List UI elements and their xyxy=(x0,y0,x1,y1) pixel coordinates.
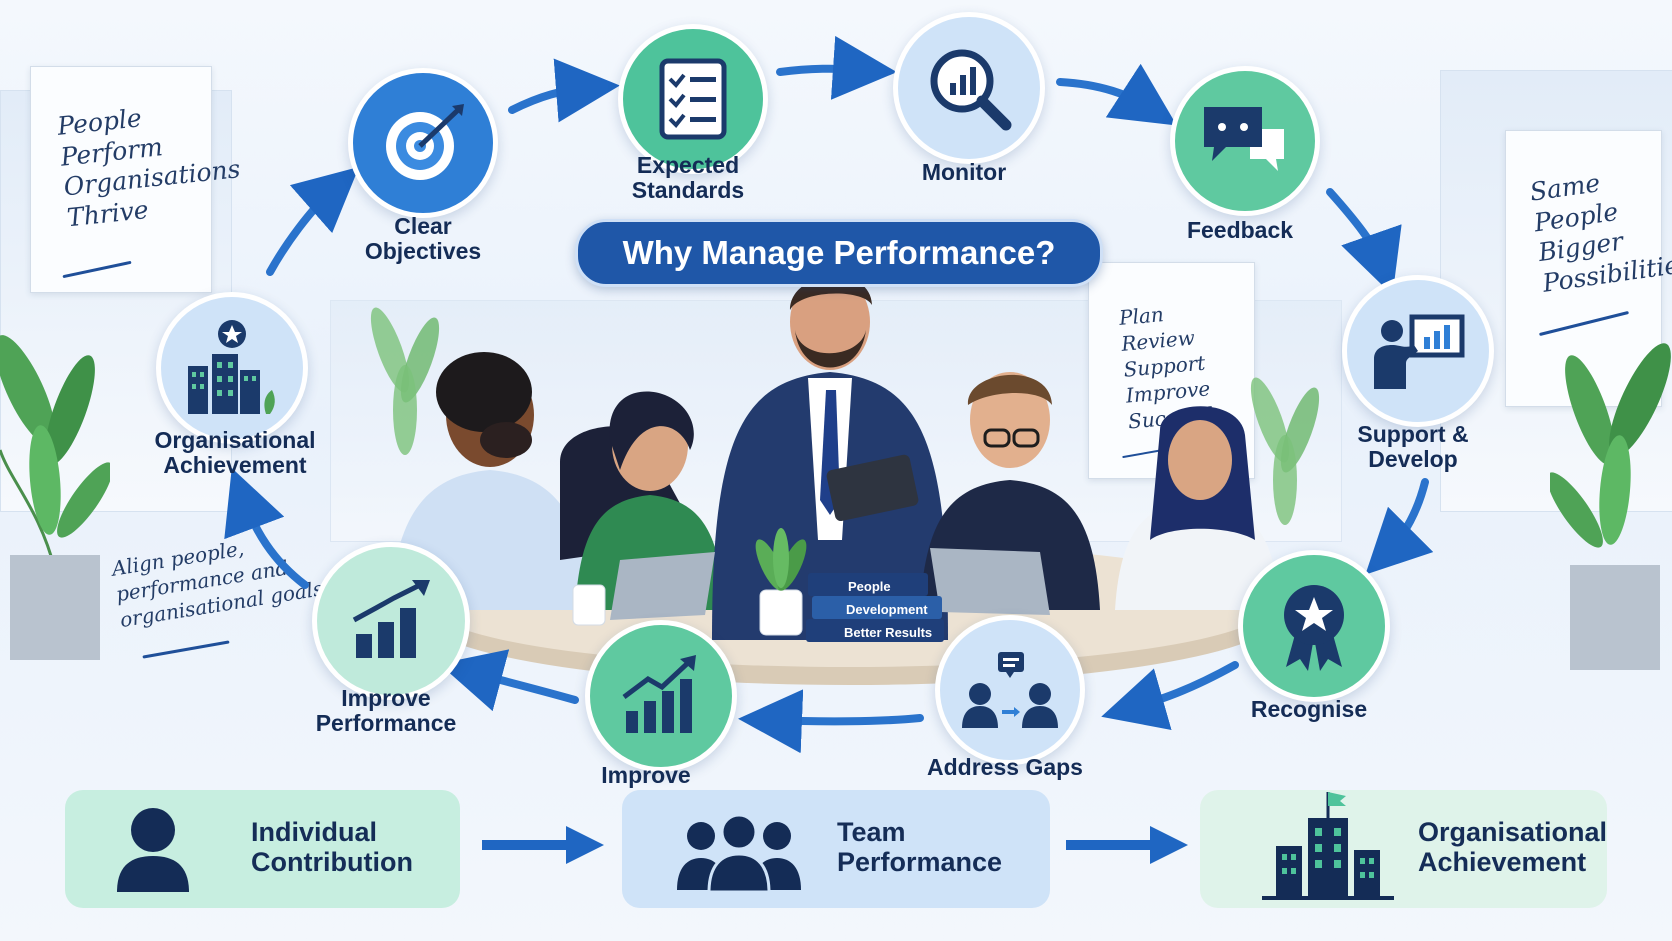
person-icon xyxy=(117,808,189,892)
node-recognise[interactable] xyxy=(1238,550,1390,702)
growth-chart-icon xyxy=(622,655,696,733)
label-clear-objectives: Clear Objectives xyxy=(364,213,482,264)
book-label-1: People xyxy=(848,579,891,594)
node-improve-performance[interactable] xyxy=(312,542,470,700)
node-clear-objectives[interactable] xyxy=(348,68,498,218)
note-board-right xyxy=(1505,130,1662,407)
label-monitor: Monitor xyxy=(921,159,1007,185)
building-flag-icon xyxy=(1262,792,1394,900)
box-team-performance[interactable]: Team Performance xyxy=(622,790,1050,908)
individual-contribution-text: Individual Contribution xyxy=(251,817,413,877)
note-board-left xyxy=(30,66,212,293)
node-support-develop[interactable] xyxy=(1342,275,1494,427)
chat-icon xyxy=(1204,107,1284,171)
plant-right xyxy=(1550,343,1671,670)
node-improve[interactable] xyxy=(585,620,737,772)
align-note-underline xyxy=(142,640,230,659)
align-note: Align people, performance and organisati… xyxy=(110,536,325,633)
box-individual-contribution[interactable]: Individual Contribution xyxy=(65,790,460,908)
label-address-gaps: Address Gaps xyxy=(927,754,1083,780)
plant-center-left xyxy=(370,307,440,455)
node-monitor[interactable] xyxy=(893,12,1045,164)
bar-growth-icon xyxy=(352,580,430,658)
plant-center-right xyxy=(1250,377,1320,525)
note-left-text: People Perform Organisations Thrive xyxy=(56,103,242,232)
label-expected-standards: Expected Standards xyxy=(631,152,745,203)
presenter-icon xyxy=(1374,314,1465,389)
team-performance-text: Team Performance xyxy=(837,817,1003,877)
ribbon-star-icon xyxy=(1284,585,1344,671)
label-improve-performance: Improve Performance xyxy=(315,685,457,736)
node-address-gaps[interactable] xyxy=(935,615,1085,765)
magnifier-chart-icon xyxy=(930,49,1012,131)
target-icon xyxy=(386,104,464,180)
label-improve: Improve xyxy=(601,762,691,788)
label-recognise: Recognise xyxy=(1250,696,1368,722)
box-organisational-achievement[interactable]: Organisational Achievement xyxy=(1200,790,1607,908)
checklist-icon xyxy=(659,58,727,140)
node-organisational-achievement[interactable] xyxy=(156,292,308,444)
building-star-icon xyxy=(188,320,275,414)
page-title: Why Manage Performance? xyxy=(575,219,1103,287)
plant-left xyxy=(0,335,110,660)
arrow-individual-to-team xyxy=(482,826,604,864)
arrow-team-to-organisation xyxy=(1066,826,1188,864)
note-right-text: Same People Bigger Possibilities xyxy=(1528,168,1672,298)
book-label-2: Development xyxy=(846,602,928,617)
label-organisational-achievement: Organisational Achievement xyxy=(154,427,316,478)
group-icon xyxy=(677,813,801,892)
book-label-3: Better Results xyxy=(844,625,932,640)
label-feedback: Feedback xyxy=(1186,217,1294,243)
node-feedback[interactable] xyxy=(1170,66,1320,216)
node-expected-standards[interactable] xyxy=(618,24,768,174)
organisational-achievement-text: Organisational Achievement xyxy=(1418,817,1608,877)
team-gap-icon xyxy=(962,652,1058,728)
whiteboard-text: Plan Review Support Improve Succeed xyxy=(1118,302,1215,434)
label-support-develop: Support & Develop xyxy=(1357,421,1469,472)
